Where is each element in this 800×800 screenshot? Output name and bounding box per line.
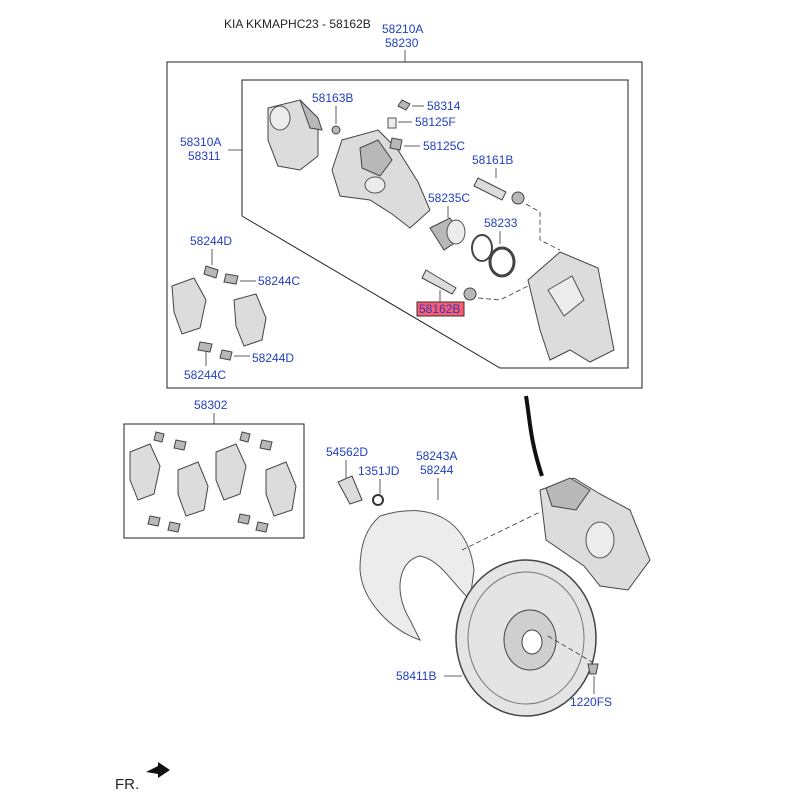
label-58244C-1[interactable]: 58244C xyxy=(258,274,300,288)
pad-spring-part xyxy=(203,265,219,279)
label-58125F[interactable]: 58125F xyxy=(415,115,456,129)
pad-kit-frame xyxy=(123,423,305,539)
dust-cover-part xyxy=(359,510,475,641)
front-direction-label: FR. xyxy=(115,776,139,793)
caliper-subassembly-frame xyxy=(241,79,629,369)
label-58243A[interactable]: 58243A xyxy=(416,449,457,463)
label-58230[interactable]: 58230 xyxy=(385,36,419,50)
dashed-guide-line xyxy=(477,285,529,301)
caliper-housing-part xyxy=(331,129,431,229)
label-1220FS[interactable]: 1220FS xyxy=(570,695,612,709)
guide-bolt-58162b-part xyxy=(421,269,477,301)
cap-part xyxy=(387,117,397,129)
pad-kit-parts xyxy=(129,431,297,533)
seal-ring-part xyxy=(471,234,493,262)
pad-spring-part xyxy=(223,273,239,285)
label-58162B[interactable]: 58162B xyxy=(419,302,460,316)
caliper-bracket-part xyxy=(527,251,615,363)
label-58314[interactable]: 58314 xyxy=(427,99,461,113)
bleeder-screw-part xyxy=(397,99,411,111)
assembly-leader xyxy=(524,395,544,477)
brake-pad-part xyxy=(171,277,207,335)
bleeder-cap-part xyxy=(331,125,341,135)
label-58302[interactable]: 58302 xyxy=(194,398,228,412)
label-58244D-1[interactable]: 58244D xyxy=(190,234,232,248)
piston-seal-part xyxy=(488,246,516,278)
piston-part xyxy=(429,217,466,251)
label-58161B[interactable]: 58161B xyxy=(472,153,513,167)
label-58244C-2[interactable]: 58244C xyxy=(184,368,226,382)
label-58244[interactable]: 58244 xyxy=(420,463,454,477)
caliper-assembly-part xyxy=(539,477,651,591)
dashed-guide-line xyxy=(547,635,593,663)
screw-part xyxy=(389,137,403,151)
caliper-body-part xyxy=(267,99,323,171)
caliper-assembly-frame xyxy=(166,61,643,389)
brake-disc-part xyxy=(455,559,597,717)
label-58125C[interactable]: 58125C xyxy=(423,139,465,153)
label-58235C[interactable]: 58235C xyxy=(428,191,470,205)
dashed-guide-line xyxy=(461,511,541,551)
label-58210A[interactable]: 58210A xyxy=(382,22,423,36)
label-58310A[interactable]: 58310A xyxy=(180,135,221,149)
dashed-guide-line xyxy=(525,203,561,251)
highlight-box xyxy=(416,301,465,317)
washer-part xyxy=(372,494,384,506)
label-1351JD[interactable]: 1351JD xyxy=(358,464,400,478)
label-54562D[interactable]: 54562D xyxy=(326,445,368,459)
pad-spring-part xyxy=(219,349,233,361)
pad-spring-part xyxy=(197,341,213,353)
label-58411B[interactable]: 58411B xyxy=(396,669,436,683)
mounting-bolt-part xyxy=(337,475,363,505)
brake-pad-part xyxy=(233,293,267,347)
disc-screw-part xyxy=(587,663,599,675)
diagram-title: KIA KKMAPHC23 - 58162B xyxy=(224,17,371,31)
label-58244D-2[interactable]: 58244D xyxy=(252,351,294,365)
label-58233[interactable]: 58233 xyxy=(484,216,518,230)
front-arrow-icon xyxy=(146,762,170,778)
label-58311[interactable]: 58311 xyxy=(188,149,221,163)
label-58163B[interactable]: 58163B xyxy=(312,91,353,105)
guide-rod-bolt-part xyxy=(473,177,525,205)
